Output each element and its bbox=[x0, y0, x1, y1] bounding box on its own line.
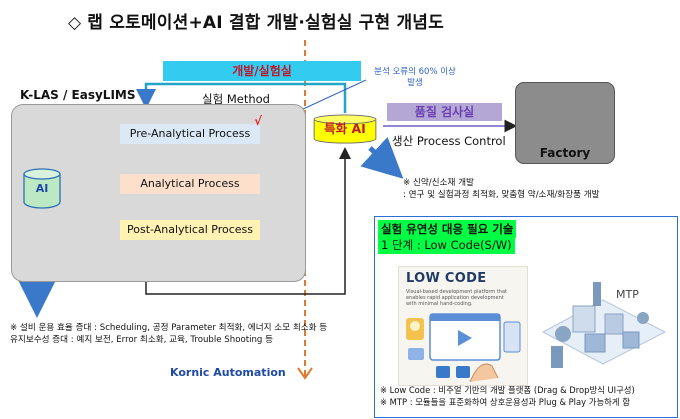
production-control-label: 생산 Process Control bbox=[392, 134, 506, 148]
quality-lab-banner: 품질 검사실 bbox=[387, 103, 502, 121]
lowcode-description: Visual-based development platform that e… bbox=[406, 289, 507, 307]
tech-notes: ※ Low Code : 비주얼 기반의 개발 플랫폼 (Drag & Drop… bbox=[380, 384, 635, 408]
rnd-notes: ※ 신약/신소재 개발 : 연구 및 실험과정 최적화, 맞춤형 약/소재/화장… bbox=[403, 177, 600, 201]
check-mark-icon: √ bbox=[254, 114, 263, 128]
lab-system-label: K-LAS / EasyLIMS bbox=[20, 88, 136, 102]
mtp-label: MTP bbox=[616, 288, 639, 301]
factory-box: Factory bbox=[515, 82, 615, 164]
callout-line-2: 발생 bbox=[407, 78, 423, 88]
post-analytical-process: Post-Analytical Process bbox=[120, 220, 260, 240]
tech-step: 1 단계 : Low Code(S/W) bbox=[378, 236, 515, 254]
maintenance-note-line: ※ 설비 운용 효율 증대 : Scheduling, 공정 Parameter… bbox=[10, 323, 328, 333]
divider-end-arrow bbox=[297, 367, 313, 380]
ai-cylinder bbox=[23, 168, 61, 209]
tech-note-line: ※ Low Code : 비주얼 기반의 개발 플랫폼 (Drag & Drop… bbox=[380, 385, 635, 395]
rnd-note-line: ※ 신약/신소재 개발 bbox=[403, 178, 474, 188]
title-text: 랩 오토메이션+AI 결합 개발·실험실 구현 개념도 bbox=[87, 13, 444, 33]
dev-lab-banner: 개발/실험실 bbox=[163, 61, 361, 81]
maintenance-note-line: 유지보수성 증대 : 예지 보전, Error 최소화, 교육, Trouble… bbox=[10, 335, 274, 345]
tech-note-line: ※ MTP : 모듈들을 표준화하여 상호운용성과 Plug & Play 가능… bbox=[380, 397, 630, 407]
post-analytical-label: Post-Analytical Process bbox=[127, 223, 253, 236]
pre-analytical-label: Pre-Analytical Process bbox=[129, 127, 251, 140]
special-ai-label: 특화 AI bbox=[324, 121, 366, 136]
rnd-note-line: : 연구 및 실험과정 최적화, 맞춤형 약/소재/화장품 개발 bbox=[403, 190, 600, 200]
analytical-label: Analytical Process bbox=[140, 177, 240, 190]
company-label: Kornic Automation bbox=[170, 366, 286, 379]
mtp-illustration bbox=[541, 282, 667, 368]
lowcode-title: LOW CODE bbox=[406, 271, 487, 286]
hollow-diamond-icon: ◇ bbox=[68, 13, 82, 33]
pre-analytical-process: Pre-Analytical Process bbox=[120, 124, 260, 144]
feedback-loop-line bbox=[145, 147, 351, 295]
tech-heading: 실험 유연성 대응 필요 기술 bbox=[378, 220, 517, 238]
callout-line-1: 분석 오류의 60% 이상 bbox=[374, 67, 456, 77]
rnd-arrow bbox=[360, 136, 404, 179]
page-title: ◇랩 오토메이션+AI 결합 개발·실험실 구현 개념도 bbox=[68, 8, 444, 33]
special-ai-cylinder bbox=[313, 114, 377, 144]
analytical-process: Analytical Process bbox=[120, 174, 260, 194]
ai-label: AI bbox=[35, 182, 49, 195]
error-callout: 분석 오류의 60% 이상 발생 bbox=[360, 67, 470, 89]
maintenance-notes: ※ 설비 운용 효율 증대 : Scheduling, 공정 Parameter… bbox=[10, 322, 327, 346]
method-label: 실험 Method bbox=[202, 92, 270, 106]
method-flow-arrow bbox=[136, 82, 347, 113]
lowcode-graphic bbox=[406, 313, 521, 383]
